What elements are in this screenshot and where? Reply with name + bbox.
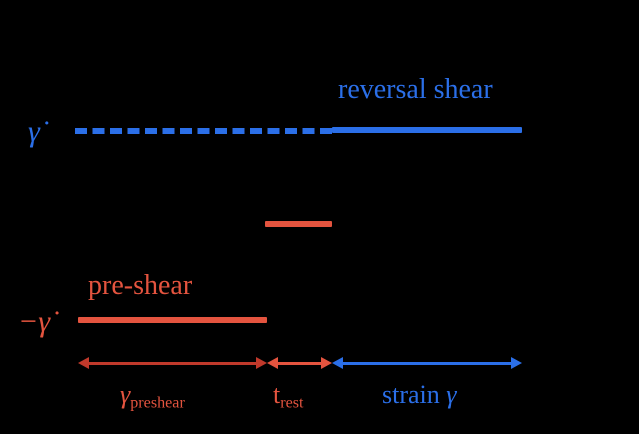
preshear-arrow-head-left [78, 357, 89, 369]
rest-t-symbol: t [273, 380, 281, 409]
shear-rate-positive-label: γ̇ [28, 115, 40, 148]
preshear-arrow-shaft [87, 362, 258, 365]
strain-arrow-head-left [332, 357, 343, 369]
strain-arrow-shaft [341, 362, 513, 365]
shear-rate-dashed-reference-line [75, 128, 332, 134]
rest-arrow-shaft [276, 362, 323, 365]
rest-arrow-head-right [321, 357, 332, 369]
pre-shear-label: pre-shear [88, 270, 193, 301]
preshear-interval-label: γpreshear [120, 382, 185, 412]
preshear-interval-arrow [78, 356, 267, 370]
strain-arrow-head-right [511, 357, 522, 369]
strain-interval-arrow [332, 356, 522, 370]
preshear-arrow-head-right [256, 357, 267, 369]
rest-subscript: rest [280, 394, 304, 412]
preshear-subscript: preshear [130, 394, 185, 412]
rest-interval-arrow [267, 356, 332, 370]
pre-shear-line [78, 317, 267, 323]
preshear-gamma-symbol: γ [120, 380, 131, 409]
strain-word: strain [382, 380, 440, 409]
shear-rate-negative-label: −γ̇ [18, 305, 51, 338]
rest-arrow-head-left [267, 357, 278, 369]
rest-zero-shear-line [265, 221, 332, 227]
rest-interval-label: trest [273, 382, 304, 412]
reversal-shear-label: reversal shear [338, 74, 493, 105]
strain-interval-label: strain γ [382, 382, 457, 408]
reversal-shear-line [332, 127, 522, 133]
strain-gamma-symbol: γ [446, 380, 457, 409]
